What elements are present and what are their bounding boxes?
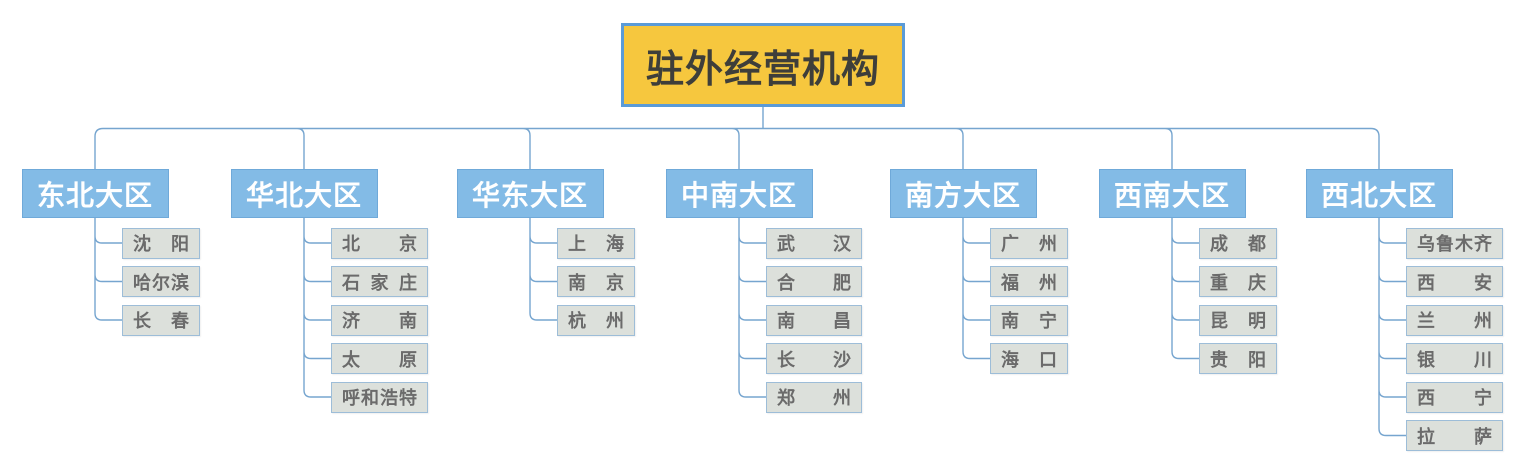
city-node[interactable]: 沈阳	[122, 227, 200, 259]
city-node[interactable]: 广州	[990, 227, 1068, 259]
city-node[interactable]: 呼和浩特	[331, 381, 428, 413]
region-node[interactable]: 西北大区	[1305, 169, 1453, 218]
city-node[interactable]: 北京	[331, 227, 428, 259]
root-node[interactable]: 驻外经营机构	[621, 23, 905, 107]
city-node[interactable]: 拉萨	[1406, 420, 1503, 451]
city-node[interactable]: 银川	[1406, 343, 1503, 374]
city-node[interactable]: 南昌	[766, 304, 862, 336]
city-node[interactable]: 兰州	[1406, 304, 1503, 336]
city-node[interactable]: 南京	[557, 266, 635, 297]
region-node[interactable]: 东北大区	[21, 169, 169, 218]
region-node[interactable]: 南方大区	[889, 169, 1037, 218]
city-node[interactable]: 济南	[331, 304, 428, 336]
city-node[interactable]: 太原	[331, 343, 428, 374]
city-node[interactable]: 西宁	[1406, 381, 1503, 413]
city-node[interactable]: 合肥	[766, 266, 862, 297]
city-node[interactable]: 上海	[557, 227, 635, 259]
city-node[interactable]: 昆明	[1199, 304, 1277, 336]
city-node[interactable]: 福州	[990, 266, 1068, 297]
region-node[interactable]: 华东大区	[456, 169, 604, 218]
city-node[interactable]: 成都	[1199, 227, 1277, 259]
city-node[interactable]: 杭州	[557, 304, 635, 336]
region-node[interactable]: 华北大区	[230, 169, 378, 218]
city-node[interactable]: 长沙	[766, 343, 862, 374]
city-node[interactable]: 南宁	[990, 304, 1068, 336]
city-node[interactable]: 乌鲁木齐	[1406, 227, 1503, 259]
city-node[interactable]: 重庆	[1199, 266, 1277, 297]
region-node[interactable]: 西南大区	[1098, 169, 1246, 218]
region-node[interactable]: 中南大区	[665, 169, 813, 218]
city-node[interactable]: 贵阳	[1199, 343, 1277, 374]
city-node[interactable]: 海口	[990, 343, 1068, 374]
city-node[interactable]: 长春	[122, 304, 200, 336]
city-node[interactable]: 武汉	[766, 227, 862, 259]
city-node[interactable]: 哈尔滨	[122, 266, 200, 297]
city-node[interactable]: 郑州	[766, 381, 862, 413]
city-node[interactable]: 西安	[1406, 266, 1503, 297]
connector-path	[94, 107, 1406, 437]
city-node[interactable]: 石家庄	[331, 266, 428, 297]
